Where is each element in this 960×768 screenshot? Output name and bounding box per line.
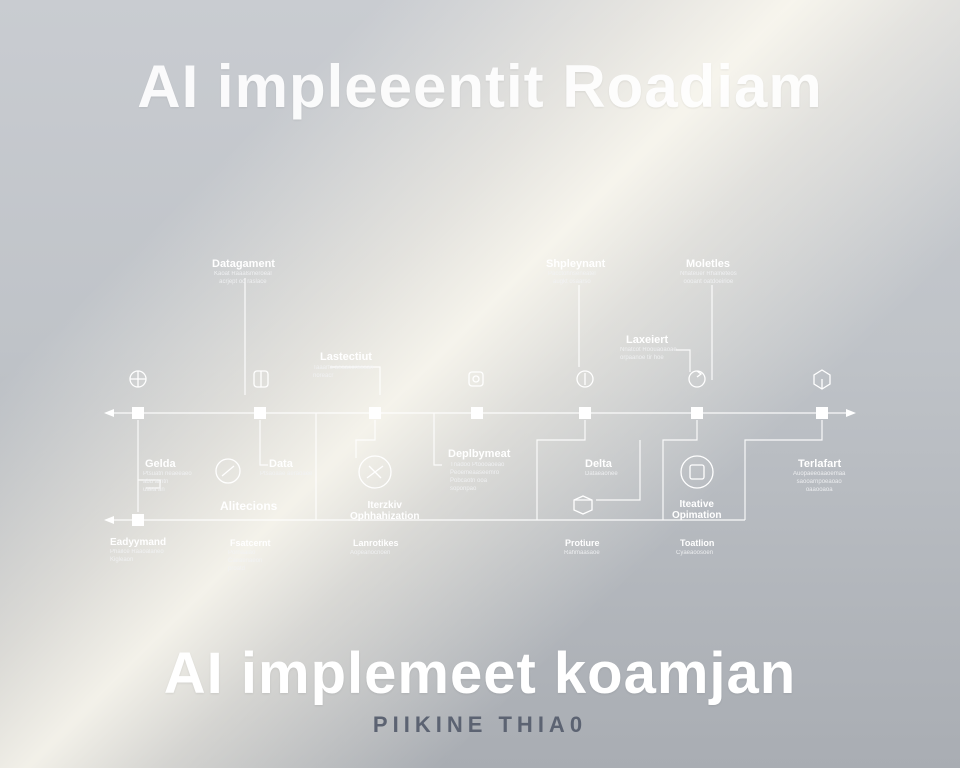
- label-lanrotikes-sub: Aopeanocnoen: [350, 550, 391, 556]
- label-gelda: Gelda: [145, 458, 176, 470]
- label-datagament-sub: Kaoat Raaalsmeroeal acrjept oo raslace: [214, 271, 272, 285]
- label-data: Data: [269, 458, 293, 470]
- milestone-7: [816, 407, 828, 419]
- brain-icon: [253, 370, 269, 388]
- label-toatlion: Toatlion: [680, 538, 715, 548]
- label-toatlion-sub: Cyaeaoosoen: [676, 550, 714, 556]
- page-title: AI impleeentit Roadiam: [137, 53, 823, 120]
- label-alitecions: Alitecions: [220, 499, 278, 513]
- label-eadyymand-sub: Phailce Raaoalaneo Kigleaon: [110, 549, 164, 563]
- label-protiure-sub: Rahmaasaoe: [564, 550, 600, 556]
- label-protiure: Protiure: [565, 538, 600, 548]
- square-icon: [468, 371, 484, 387]
- database-icon: [680, 455, 714, 489]
- milestone-4: [471, 407, 483, 419]
- label-terlafart: Terlafart: [798, 458, 842, 470]
- label-moletles-sub: Nhateuer Rhalneteos oooant oatdoeirioe: [680, 271, 737, 285]
- cube-icon: [813, 369, 831, 390]
- label-eadyymand: Eadyymand: [110, 537, 167, 548]
- label-datagament: Datagament: [212, 258, 275, 270]
- milestone-5: [579, 407, 591, 419]
- label-lanrotikes: Lanrotikes: [353, 538, 399, 548]
- milestone-3: [369, 407, 381, 419]
- subtitle: PIIKINE THIA0: [372, 712, 588, 737]
- label-delta: Delta: [585, 458, 612, 470]
- label-gelda-sub: Ptsuatn neaeeaeo abu arntn uaea an: [143, 471, 192, 493]
- label-laxeiert-sub: Nnatcot Roouaoaoae orpaanoe tir hoe: [620, 347, 677, 361]
- label-fsatcernt: Fsatcernt: [230, 538, 271, 548]
- label-deplbymeat-sub: Tnadoo Ptoooaoeao Peoemeaaseemro Pobcaot…: [450, 462, 505, 492]
- dollar-icon: [576, 370, 594, 388]
- label-shpleynant: Shpleynant: [546, 258, 606, 270]
- label-shpleynant-sub: Pacctohnseneatel augkt osaarso: [548, 271, 596, 285]
- milestone-1: [132, 407, 144, 419]
- milestone-2: [254, 407, 266, 419]
- label-iterzkiv: Iterzkiv Ophhahization: [350, 500, 420, 522]
- label-iteative: Iteative Opimation: [672, 499, 722, 521]
- label-delta-sub: Dataeaonee: [585, 471, 618, 477]
- bottom-title: AI implemeet koamjan: [163, 641, 797, 706]
- label-lastectiut: Lastectiut: [320, 351, 372, 363]
- microscope-icon: [215, 458, 241, 484]
- label-deplbymeat: Deplbymeat: [448, 448, 511, 460]
- label-laxeiert: Laxeiert: [626, 334, 669, 346]
- box-icon: [573, 495, 593, 515]
- label-terlafart-sub: Auopaeeoaaoemaa saooarnpoeaoao oaaooaoa: [793, 471, 846, 493]
- refresh-icon: [688, 370, 706, 388]
- microscope-icon: [358, 455, 392, 489]
- label-fsatcernt-sub: Pornaaiao Caeaenaeon proatd: [228, 550, 263, 572]
- milestone-lower: [132, 514, 144, 526]
- milestone-6: [691, 407, 703, 419]
- globe-icon: [129, 370, 147, 388]
- label-lastectiut-sub: Taaarfo aeaaooreeaan noreacr: [313, 365, 374, 379]
- label-moletles: Moletles: [686, 258, 731, 270]
- label-data-sub: Ptsaoaae aeraoaee: [260, 471, 313, 477]
